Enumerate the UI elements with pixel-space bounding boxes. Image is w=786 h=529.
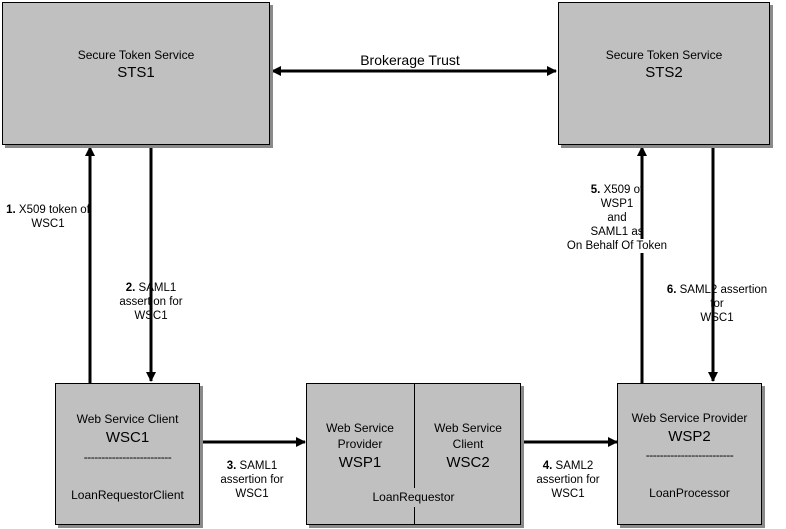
step2-label: 2. SAML1 assertion for WSC1	[105, 281, 197, 323]
step6-label: 6. SAML2 assertion for WSC1	[655, 283, 779, 325]
wsc1-title: Web Service Client	[76, 412, 179, 426]
step4-text-line1: SAML2	[555, 460, 594, 472]
step5-label: 5. X509 of WSP1 and SAML1 as On Behalf O…	[558, 183, 676, 253]
step4-label: 4. SAML2 assertion for WSC1	[528, 459, 608, 501]
step3-label: 3. SAML1 assertion for WSC1	[212, 459, 292, 501]
step1-text-line1: X509 token of	[18, 204, 90, 216]
step6-text-line2: for	[710, 298, 724, 310]
step1-label: 1. X509 token of WSC1	[6, 203, 90, 231]
step2-text-line2: assertion for	[119, 296, 183, 308]
step4-text-line3: WSC1	[551, 488, 585, 500]
wsp2-name: WSP2	[668, 428, 711, 445]
wsp2-box: Web Service Provider WSP2 --------------…	[617, 383, 762, 525]
step5-text-line5: On Behalf Of Token	[558, 239, 676, 253]
sts2-title: Secure Token Service	[605, 48, 723, 62]
step2-text-line3: WSC1	[134, 310, 168, 322]
step1-text-line2: WSC1	[31, 218, 65, 230]
step5-number: 5.	[590, 184, 601, 196]
sts1-title: Secure Token Service	[77, 48, 195, 62]
loanrequestor-divider	[414, 384, 415, 524]
sts2-box: Secure Token Service STS2	[558, 2, 770, 145]
step3-text-line3: WSC1	[235, 488, 269, 500]
step3-number: 3.	[226, 460, 237, 472]
step4-number: 4.	[542, 460, 553, 472]
step6-text-line1: SAML2 assertion	[679, 284, 768, 296]
wsp2-title: Web Service Provider	[631, 411, 748, 425]
sts1-box: Secure Token Service STS1	[2, 2, 270, 145]
loanrequestor-box: Web Service Provider WSP1 Web Service Cl…	[306, 383, 521, 525]
loanrequestor-service-name: LoanRequestor	[307, 488, 520, 507]
wsc2-title-line1: Web Service	[434, 421, 502, 435]
step5-text-line3: and	[607, 212, 627, 224]
step2-number: 2.	[125, 282, 136, 294]
step5-text-line2: WSP1	[600, 198, 634, 210]
wsc1-box: Web Service Client WSC1 ----------------…	[55, 383, 200, 525]
wsp2-service-name: LoanProcessor	[649, 486, 730, 500]
wsp1-title-line2: Provider	[337, 437, 383, 451]
wsc2-name: WSC2	[446, 454, 490, 471]
wsp2-separator: -------------------------	[645, 448, 734, 462]
step5-text-line1: X509 of	[603, 184, 644, 196]
step6-number: 6.	[666, 284, 677, 296]
step5-text-line4: SAML1 as	[590, 226, 644, 238]
step1-number: 1.	[6, 204, 16, 216]
wsp1-title-line1: Web Service	[326, 421, 394, 435]
wsc1-service-name: LoanRequestorClient	[71, 488, 184, 502]
wsc1-separator: -------------------------	[83, 450, 172, 464]
wsc1-name: WSC1	[105, 429, 150, 446]
wsp1-name: WSP1	[338, 454, 382, 471]
step3-text-line2: assertion for	[220, 474, 284, 486]
brokerage-trust-label: Brokerage Trust	[360, 52, 460, 68]
wsc2-title-line2: Client	[452, 437, 484, 451]
step6-text-line3: WSC1	[700, 312, 734, 324]
step2-text-line1: SAML1	[138, 282, 177, 294]
step4-text-line2: assertion for	[536, 474, 600, 486]
sts2-name: STS2	[645, 64, 683, 81]
sts1-name: STS1	[117, 64, 155, 81]
step3-text-line1: SAML1	[239, 460, 278, 472]
